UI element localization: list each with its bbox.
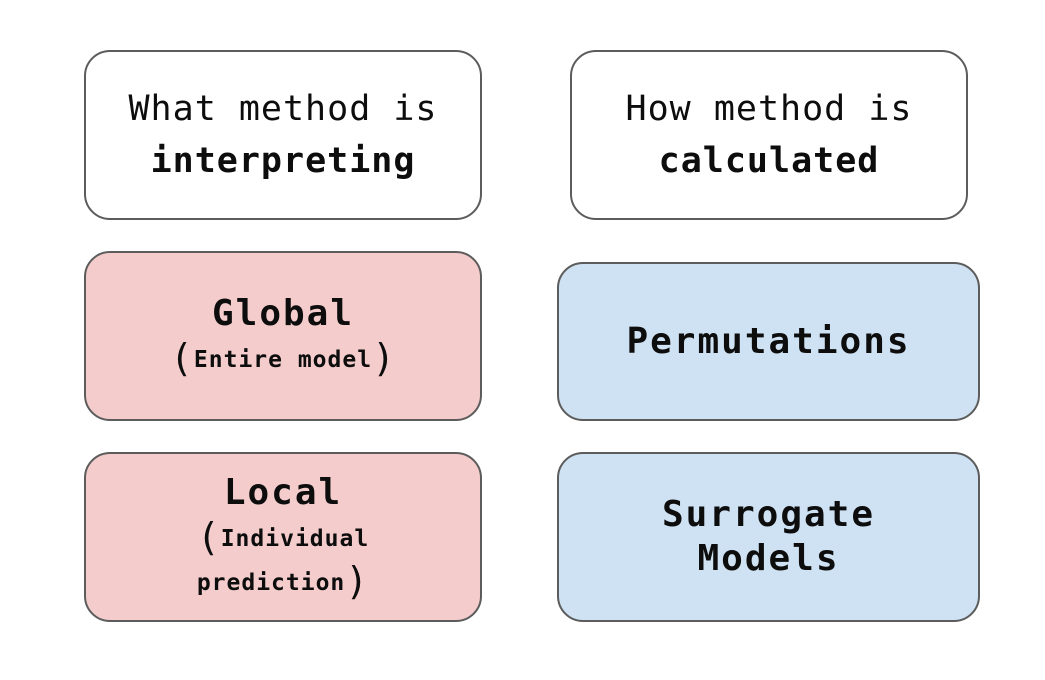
surrogate-line1: Surrogate xyxy=(661,494,876,535)
local-title: Local xyxy=(223,472,343,513)
global-box: Global (Entire model) xyxy=(84,251,482,421)
permutations-box: Permutations xyxy=(557,262,980,421)
local-detail-line2: prediction) xyxy=(196,559,370,603)
calculated-header-line2: calculated xyxy=(658,141,880,181)
permutations-title: Permutations xyxy=(626,320,911,362)
surrogate-models-box: Surrogate Models xyxy=(557,452,980,622)
global-detail: (Entire model) xyxy=(170,336,396,380)
local-detail-text1: Individual xyxy=(220,526,370,552)
calculated-header-line1: How method is xyxy=(625,89,913,129)
local-detail-text2: prediction xyxy=(196,570,346,596)
interpreting-header-line2: interpreting xyxy=(150,141,416,181)
surrogate-line2: Models xyxy=(697,538,840,579)
local-detail-line1: (Individual xyxy=(196,515,370,559)
interpreting-header-line1: What method is xyxy=(128,89,438,129)
calculated-header-box: How method is calculated xyxy=(570,50,968,220)
global-title: Global xyxy=(211,293,355,334)
local-box: Local (Individual prediction) xyxy=(84,452,482,622)
global-detail-text: Entire model xyxy=(193,347,373,373)
interpreting-header-box: What method is interpreting xyxy=(84,50,482,220)
